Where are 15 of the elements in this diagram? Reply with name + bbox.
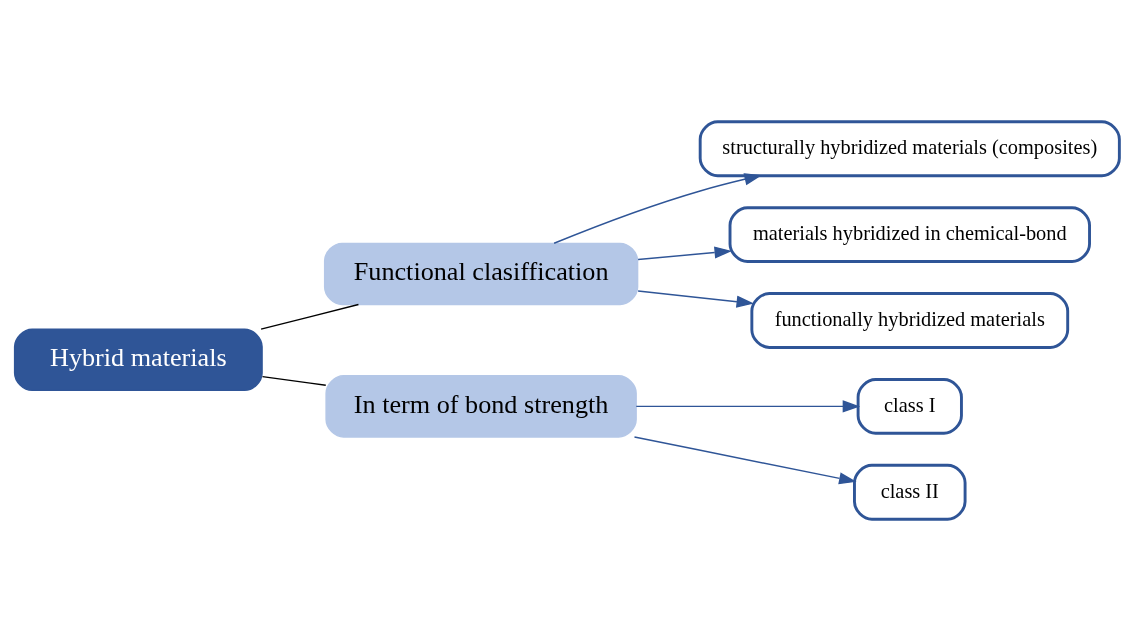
node-box: In term of bond strength — [325, 375, 637, 438]
arrow — [633, 436, 857, 485]
arrow — [637, 246, 732, 261]
arrow — [553, 173, 762, 244]
connector — [260, 303, 360, 330]
arrow — [637, 290, 754, 308]
node-box: structurally hybridized materials (composites) — [698, 120, 1121, 178]
node-box: class I — [856, 378, 963, 435]
node-box: Functional clasiffication — [323, 242, 639, 306]
node-box: class II — [853, 463, 967, 521]
connector — [261, 375, 327, 387]
arrow — [635, 400, 861, 413]
node-box: Hybrid materials — [13, 328, 263, 392]
node-box: functionally hybridized materials — [750, 292, 1070, 349]
node-box: materials hybridized in chemical-bond — [728, 206, 1091, 263]
